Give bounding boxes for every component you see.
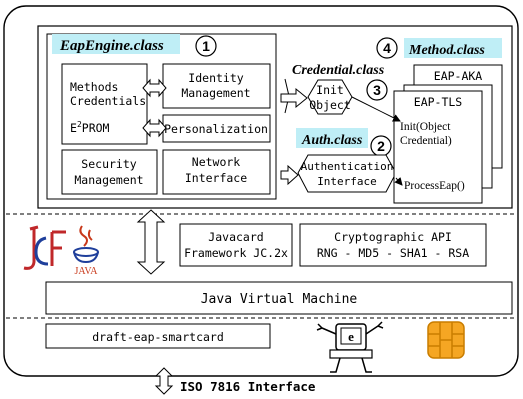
security-line2: Management — [74, 173, 143, 187]
storage-personalization-arrow — [142, 118, 167, 138]
step-badge-4 — [376, 37, 398, 59]
auth-iface-line2: Interface — [317, 175, 377, 188]
svg-text:e: e — [348, 329, 354, 344]
step-badge-3 — [366, 79, 388, 101]
storage-box — [61, 63, 148, 145]
init-object-line1: Init — [316, 83, 344, 97]
personalization-box — [162, 114, 271, 143]
method-class-title: Method.class — [408, 43, 485, 58]
crypto-line2: RNG - MD5 - SHA1 - RSA — [317, 246, 469, 260]
method-init-line2: Credential) — [400, 135, 452, 147]
jcf-logo — [23, 225, 66, 270]
network-line1: Network — [192, 155, 241, 169]
network-interface-box — [162, 149, 271, 195]
engine-to-credential-arrow — [280, 87, 308, 109]
network-line2: Interface — [185, 171, 247, 185]
method-process-label: ProcessEap() — [404, 180, 465, 192]
security-management-box — [61, 149, 158, 195]
step-number-1: 1 — [202, 38, 210, 54]
step-number-4: 4 — [383, 40, 391, 56]
auth-to-method-arrow — [394, 177, 403, 186]
identity-line1: Identity — [188, 71, 243, 85]
javacard-line1: Javacard — [208, 230, 263, 244]
init-object-line2: Object — [309, 98, 351, 112]
init-object-hexagon — [307, 79, 353, 115]
eap-aka-label: EAP-AKA — [434, 69, 483, 83]
identity-management-box — [162, 63, 271, 109]
step-number-2: 2 — [377, 138, 385, 154]
credential-class-title: Credential.class — [292, 63, 385, 78]
eap-engine-title-bg — [52, 34, 180, 54]
crypto-line1: Cryptographic API — [334, 230, 452, 244]
computer-character-icon: e — [316, 321, 384, 373]
step-badge-1 — [195, 35, 217, 57]
security-line1: Security — [81, 157, 136, 171]
smartcard-chip-icon — [427, 321, 465, 359]
method-title-bg — [404, 38, 502, 58]
jvm-box — [45, 281, 513, 315]
step-number-3: 3 — [373, 82, 381, 98]
methods-label: Methods — [70, 80, 118, 94]
engine-to-auth-arrow — [280, 164, 299, 186]
iso-label: ISO 7816 Interface — [180, 379, 316, 394]
eap-tls-box — [393, 90, 483, 204]
javacard-framework-box — [179, 223, 293, 267]
javacard-line2: Framework JC.2x — [184, 246, 288, 260]
draft-label: draft-eap-smartcard — [92, 330, 224, 344]
authentication-interface-hexagon — [297, 154, 397, 193]
auth-iface-line1: Authentication — [301, 160, 394, 173]
auth-class-title: Auth.class — [301, 133, 363, 148]
method-init-line1: Init(Object — [400, 121, 451, 133]
java-logo-text: JAVA — [75, 266, 99, 277]
identity-line2: Management — [181, 86, 250, 100]
e2prom-label: E2PROM — [70, 120, 110, 135]
java-logo: JAVA — [73, 225, 99, 277]
draft-eap-smartcard-box — [45, 323, 271, 349]
jvm-label: Java Virtual Machine — [201, 292, 358, 307]
credential-to-method-arrow — [351, 96, 401, 122]
credentials-label: Credentials — [70, 94, 146, 108]
cryptographic-api-box — [299, 223, 487, 267]
iso-interface-arrow — [154, 367, 174, 395]
eap-engine-title: EapEngine.class — [59, 38, 164, 54]
storage-identity-arrow — [142, 78, 167, 98]
applet-framework-arrow — [136, 209, 166, 275]
auth-title-bg — [296, 128, 368, 148]
personalization-label: Personalization — [164, 122, 268, 136]
eap-tls-label: EAP-TLS — [414, 95, 463, 109]
